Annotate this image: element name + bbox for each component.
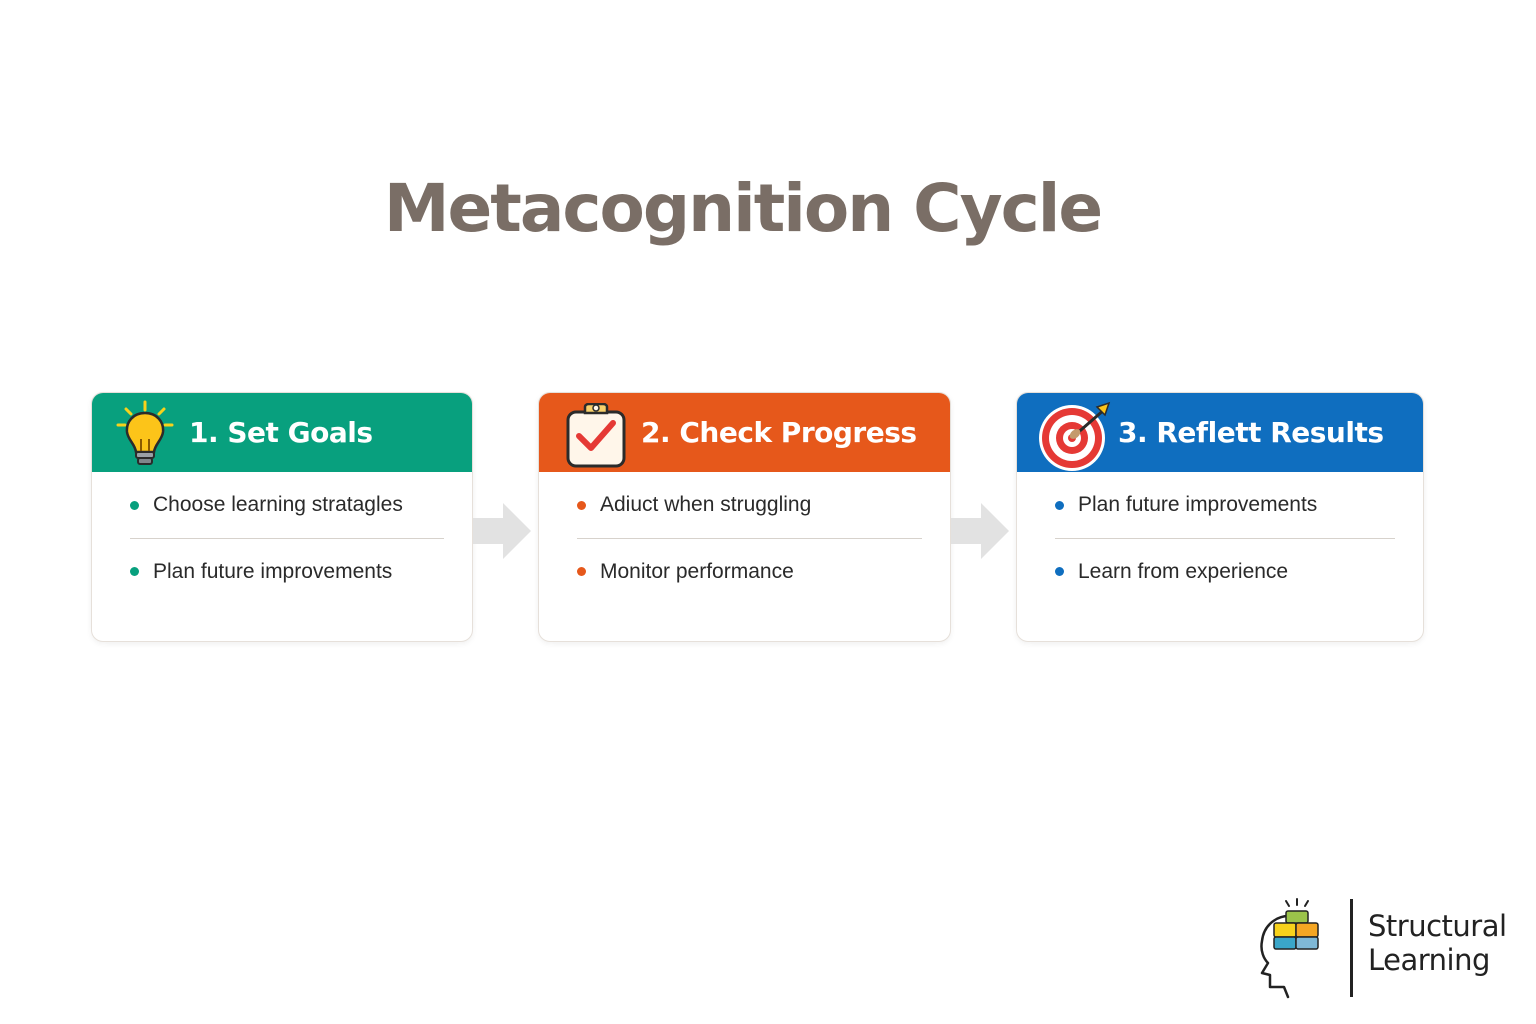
logo-text-line-2: Learning xyxy=(1368,943,1490,977)
step-card-check-progress: 2. Check Progress Adiuct when struggling… xyxy=(538,392,951,642)
bullet-dot xyxy=(130,567,139,576)
step-header-set-goals: 1. Set Goals xyxy=(92,393,472,472)
lightbulb-icon xyxy=(116,400,174,465)
bullet-dot xyxy=(577,500,586,510)
step-card-set-goals: 1. Set Goals Choose learning stratagles … xyxy=(91,392,473,642)
list-item: Plan future improvements xyxy=(130,538,444,604)
list-item-text: Choose learning stratagles xyxy=(153,493,403,516)
list-item: Adiuct when struggling xyxy=(577,472,922,538)
step-card-reflect-results: 3. Reflett Results Plan future improveme… xyxy=(1016,392,1424,642)
structural-learning-logo: Structural Learning xyxy=(1256,893,1516,1003)
clipboard-check-icon xyxy=(566,403,626,468)
step-title: 3. Reflett Results xyxy=(1118,416,1384,449)
step-title: 1. Set Goals xyxy=(189,416,373,449)
list-item: Monitor performance xyxy=(577,538,922,604)
list-item: Plan future improvements xyxy=(1055,472,1395,538)
list-item-text: Monitor performance xyxy=(600,559,794,583)
step-header-reflect-results: 3. Reflett Results xyxy=(1017,393,1423,472)
bullet-dot xyxy=(577,567,586,576)
step-items: Plan future improvements Learn from expe… xyxy=(1017,472,1423,604)
target-icon xyxy=(1039,401,1111,471)
logo-divider xyxy=(1350,899,1353,997)
list-item-text: Learn from experience xyxy=(1078,559,1289,583)
list-item: Choose learning stratagles xyxy=(130,472,444,538)
list-item: Learn from experience xyxy=(1055,538,1395,604)
bullet-dot xyxy=(1055,500,1064,510)
head-blocks-icon xyxy=(1260,898,1319,999)
step-header-check-progress: 2. Check Progress xyxy=(539,393,950,472)
logo-text-line-1: Structural xyxy=(1368,909,1507,943)
list-item-text: Plan future improvements xyxy=(153,559,393,583)
list-item-text: Adiuct when struggling xyxy=(600,493,812,516)
step-items: Choose learning stratagles Plan future i… xyxy=(92,472,472,604)
arrow-right-icon xyxy=(473,503,531,559)
step-items: Adiuct when struggling Monitor performan… xyxy=(539,472,950,604)
list-item-text: Plan future improvements xyxy=(1078,493,1318,516)
bullet-dot xyxy=(130,500,139,510)
bullet-dot xyxy=(1055,567,1064,576)
step-title: 2. Check Progress xyxy=(641,416,917,449)
page-title: Metacognition Cycle xyxy=(383,170,1103,247)
arrow-right-icon xyxy=(951,503,1009,559)
